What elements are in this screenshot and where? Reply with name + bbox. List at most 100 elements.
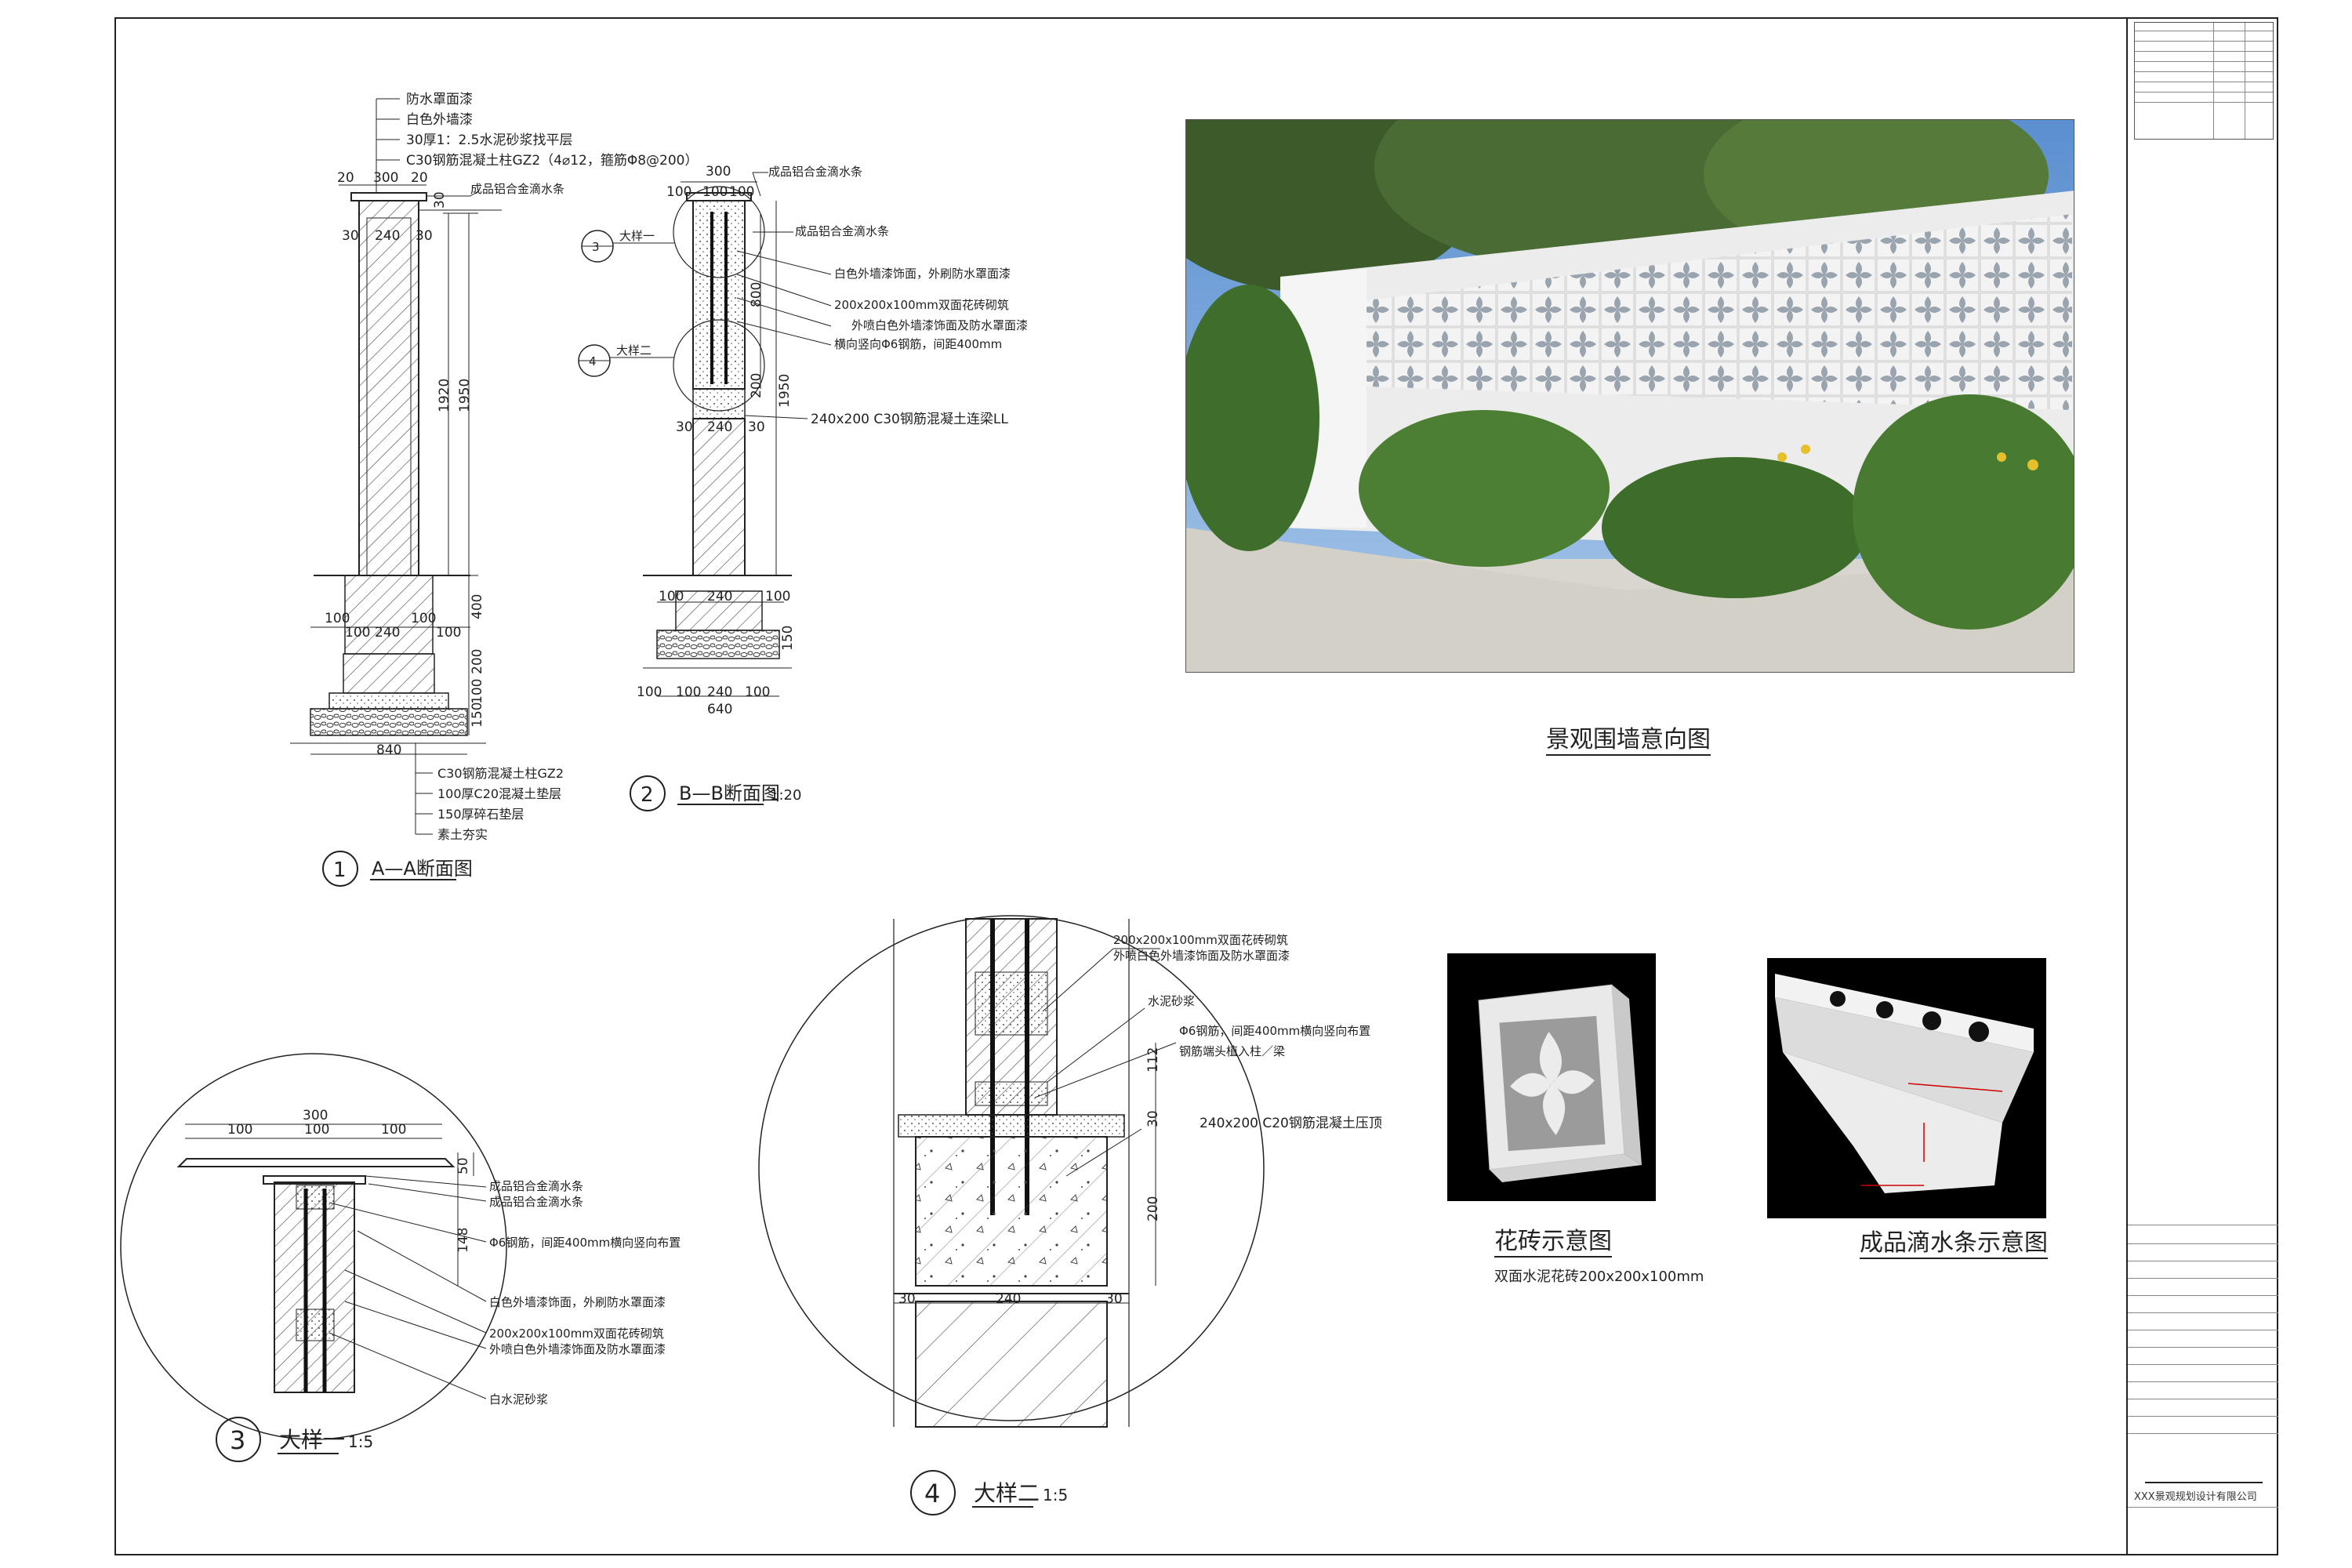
aa-dim-100: 100 [325, 611, 350, 626]
d1-number: 3 [230, 1425, 245, 1455]
aa-dim-20b: 20 [411, 170, 428, 186]
detail-1: 300 100 100 100 50 148 成品铝合金滴水条 成品铝合金滴水条… [120, 1053, 681, 1462]
d1-dim-148: 148 [456, 1228, 471, 1253]
bb-number: 2 [641, 783, 654, 807]
aa-dim-1920: 1920 [437, 379, 452, 412]
bb-dim-300: 300 [706, 164, 731, 180]
d2-dim-30: 30 [1145, 1110, 1161, 1127]
d2-label-5: 钢筋端头植入柱／梁 [1179, 1044, 1285, 1058]
d2-label-2: 外喷白色外墙漆饰面及防水罩面漆 [1113, 949, 1290, 963]
aa-cap-label: 成品铝合金滴水条 [470, 182, 564, 196]
brick-subcaption: 双面水泥花砖200x200x100mm [1494, 1269, 1704, 1285]
photo-caption: 景观围墙意向图 [1546, 720, 1711, 756]
d1-label-3: Φ6钢筋，间距400mm横向竖向布置 [489, 1236, 681, 1250]
landscape-wall-photo [1185, 119, 2074, 673]
aa-dim-100b: 100 [345, 625, 370, 641]
bb-callout3-num: 3 [592, 240, 600, 254]
bb-dim-100b: 100 [702, 184, 728, 200]
bb-dim-240c: 240 [707, 684, 732, 700]
bb-dim-150: 150 [780, 626, 796, 651]
drip-strip-caption: 成品滴水条示意图 [1860, 1223, 2048, 1259]
d1-label-1: 成品铝合金滴水条 [489, 1179, 583, 1193]
d1-label-2: 成品铝合金滴水条 [489, 1195, 583, 1209]
company-name: XXX景观规划设计有限公司 [2134, 1491, 2257, 1503]
d1-dim-100b: 100 [304, 1122, 329, 1138]
bb-dim-100d: 100 [659, 589, 684, 604]
aa-dim-20: 20 [337, 170, 354, 186]
project-info-table [2128, 1225, 2278, 1507]
d2-dim-30b: 30 [898, 1291, 916, 1307]
aa-label-3: 30厚1：2.5水泥砂浆找平层 [406, 132, 572, 148]
d2-scale: 1:5 [1043, 1486, 1068, 1504]
aa-dim-400: 400 [470, 594, 485, 619]
d2-dim-30c: 30 [1105, 1291, 1123, 1307]
d1-dim-50: 50 [456, 1157, 471, 1174]
aa-dim-200: 200 [470, 649, 485, 674]
revision-table [2134, 22, 2274, 140]
aa-dim-240b: 240 [375, 625, 400, 641]
aa-dim-100e: 100 [470, 679, 485, 704]
bb-dim-240b: 240 [707, 589, 732, 604]
bb-dim-30b: 30 [748, 419, 765, 435]
aa-title: A—A断面图 [372, 858, 473, 880]
section-aa: 防水罩面漆 白色外墙漆 30厚1：2.5水泥砂浆找平层 C30钢筋混凝土柱GZ2… [290, 92, 698, 887]
d1-label-5: 200x200x100mm双面花砖砌筑 [489, 1327, 664, 1341]
drip-strip-image [1767, 958, 2046, 1218]
bb-callout3: 大样一 [619, 229, 655, 243]
bb-dim-100: 100 [666, 184, 691, 200]
aa-number: 1 [333, 858, 347, 882]
aa-dim-840: 840 [376, 742, 401, 758]
aa-label-1: 防水罩面漆 [406, 92, 473, 107]
wall-photo-illustration [1186, 120, 2074, 672]
drawing-frame [114, 17, 2278, 1555]
d1-dim-300: 300 [303, 1108, 328, 1123]
aa-dim-30: 30 [342, 228, 359, 244]
aa-bottom-2: 100厚C20混凝土垫层 [437, 786, 561, 801]
aa-label-4: C30钢筋混凝土柱GZ2（4⌀12，箍筋Φ8@200） [406, 153, 698, 169]
section-bb: 300 100 100 100 800 1950 200 30 240 30 1… [578, 164, 1028, 811]
aa-dim-100c: 100 [411, 611, 436, 626]
d1-title: 大样一 [279, 1427, 345, 1453]
bb-label-6: 横向竖向Φ6钢筋，间距400mm [834, 337, 1002, 351]
detail-2: 200x200x100mm双面花砖砌筑 外喷白色外墙漆饰面及防水罩面漆 水泥砂浆… [758, 915, 1382, 1515]
aa-bottom-3: 150厚碎石垫层 [437, 807, 524, 822]
aa-dim-30c: 30 [432, 191, 448, 209]
bb-title: B—B断面图 [679, 782, 780, 804]
d1-scale: 1:5 [348, 1432, 373, 1451]
bb-dim-800: 800 [749, 282, 764, 307]
drip-strip-illustration [1775, 974, 2034, 1193]
d1-label-7: 白水泥砂浆 [489, 1392, 548, 1406]
aa-dim-150: 150 [470, 702, 485, 728]
d1-dim-100c: 100 [381, 1122, 406, 1138]
bb-callout4: 大样二 [616, 343, 652, 358]
aa-dim-100d: 100 [436, 625, 461, 641]
bb-dim-240: 240 [707, 419, 732, 435]
d2-dim-112: 112 [1145, 1047, 1161, 1073]
bb-dim-100h: 100 [745, 684, 770, 700]
bb-label-4: 200x200x100mm双面花砖砌筑 [834, 298, 1009, 312]
bb-label-1: 成品铝合金滴水条 [768, 165, 862, 179]
bb-dim-640: 640 [707, 702, 732, 717]
bb-dim-100e: 100 [765, 589, 790, 604]
bb-label-2: 成品铝合金滴水条 [795, 224, 889, 238]
aa-label-2: 白色外墙漆 [406, 112, 473, 128]
d1-dim-100: 100 [227, 1122, 252, 1138]
bb-dim-30: 30 [676, 419, 693, 435]
bb-dim-100g: 100 [676, 684, 701, 700]
d2-label-1: 200x200x100mm双面花砖砌筑 [1113, 933, 1288, 947]
aa-bottom-4: 素土夯实 [437, 827, 488, 842]
bb-dim-100c: 100 [729, 184, 754, 200]
brick-sample-image [1447, 953, 1656, 1201]
aa-dim-300: 300 [373, 170, 398, 186]
aa-dim-30b: 30 [416, 228, 433, 244]
bb-callout4-num: 4 [589, 354, 597, 368]
aa-dim-240: 240 [375, 228, 400, 244]
bb-label-3: 白色外墙漆饰面，外刷防水罩面漆 [834, 267, 1011, 281]
d1-label-6: 外喷白色外墙漆饰面及防水罩面漆 [489, 1342, 666, 1356]
d2-dim-200: 200 [1145, 1196, 1161, 1221]
bb-dim-1950: 1950 [777, 374, 793, 408]
d2-label-3: 水泥砂浆 [1148, 994, 1195, 1008]
aa-bottom-1: C30钢筋混凝土柱GZ2 [437, 766, 564, 781]
d2-label-6: 240x200 C20钢筋混凝土压顶 [1200, 1116, 1382, 1131]
